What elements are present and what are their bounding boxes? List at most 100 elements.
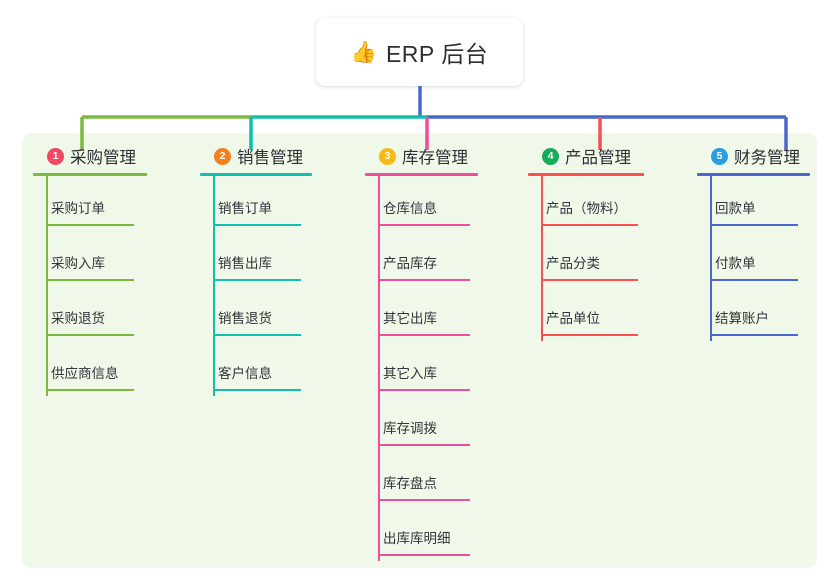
branch-item[interactable]: 出库库明细 bbox=[365, 506, 478, 561]
branch-stem-5 bbox=[710, 176, 712, 341]
branch-badge-4: 4 bbox=[542, 147, 559, 165]
branch-item-label: 产品（物料） bbox=[546, 201, 627, 216]
branch-item-underline bbox=[213, 224, 301, 226]
branch-header-5[interactable]: 5 财务管理 bbox=[697, 145, 810, 167]
thumbs-up-icon: 👍 bbox=[350, 40, 377, 64]
branch-item-label: 销售退货 bbox=[218, 311, 272, 326]
branch-header-4[interactable]: 4 产品管理 bbox=[528, 145, 644, 167]
branch-title-4: 产品管理 bbox=[565, 149, 631, 167]
branch-item[interactable]: 其它出库 bbox=[365, 286, 478, 341]
branch-item[interactable]: 产品单位 bbox=[528, 286, 644, 341]
branch-item-underline bbox=[46, 224, 134, 226]
branch-item-label: 仓库信息 bbox=[383, 201, 437, 216]
branch-item[interactable]: 产品分类 bbox=[528, 231, 644, 286]
branch-item-underline bbox=[213, 334, 301, 336]
branch-item[interactable]: 销售退货 bbox=[200, 286, 312, 341]
branch-item-underline bbox=[213, 389, 301, 391]
branch-item[interactable]: 产品库存 bbox=[365, 231, 478, 286]
branch-item-label: 产品库存 bbox=[383, 256, 437, 271]
branch-item-label: 产品单位 bbox=[546, 311, 600, 326]
branch-header-2[interactable]: 2 销售管理 bbox=[200, 145, 312, 167]
branch-item[interactable]: 客户信息 bbox=[200, 341, 312, 396]
branch-item-underline bbox=[710, 224, 798, 226]
branch-item-label: 采购入库 bbox=[51, 256, 105, 271]
branch-item-underline bbox=[541, 224, 638, 226]
branch-item-underline bbox=[213, 279, 301, 281]
branch-stem-1 bbox=[46, 176, 48, 396]
branch-column-4: 4 产品管理产品（物料） 产品分类产品单位 bbox=[528, 145, 644, 341]
branch-header-1[interactable]: 1 采购管理 bbox=[33, 145, 147, 167]
root-node[interactable]: 👍 ERP 后台 bbox=[316, 18, 523, 86]
branch-stem-2 bbox=[213, 176, 215, 396]
branch-item-underline bbox=[46, 279, 134, 281]
branch-item-label: 库存调拨 bbox=[383, 421, 437, 436]
branch-item-label: 客户信息 bbox=[218, 366, 272, 381]
branch-item[interactable]: 其它入库 bbox=[365, 341, 478, 396]
branch-item-label: 结算账户 bbox=[715, 311, 769, 326]
branch-title-1: 采购管理 bbox=[70, 149, 136, 167]
branch-stem-4 bbox=[541, 176, 543, 341]
branch-item-label: 采购订单 bbox=[51, 201, 105, 216]
branch-title-2: 销售管理 bbox=[237, 149, 303, 167]
branch-item[interactable]: 销售订单 bbox=[200, 176, 312, 231]
branch-item-underline bbox=[46, 389, 134, 391]
branch-item-underline bbox=[378, 334, 470, 336]
branch-item-underline bbox=[541, 279, 638, 281]
branch-items-5: 回款单付款单结算账户 bbox=[697, 176, 810, 341]
branch-item-underline bbox=[710, 279, 798, 281]
branch-item-label: 其它出库 bbox=[383, 311, 437, 326]
branch-item[interactable]: 采购入库 bbox=[33, 231, 147, 286]
branch-item[interactable]: 仓库信息 bbox=[365, 176, 478, 231]
branch-item-underline bbox=[378, 389, 470, 391]
branch-item[interactable]: 库存盘点 bbox=[365, 451, 478, 506]
branch-item[interactable]: 销售出库 bbox=[200, 231, 312, 286]
branch-badge-3: 3 bbox=[379, 147, 396, 165]
branch-column-1: 1 采购管理采购订单采购入库采购退货供应商信息 bbox=[33, 145, 147, 396]
branch-underline-5 bbox=[697, 173, 810, 176]
branch-item-label: 其它入库 bbox=[383, 366, 437, 381]
branch-item-label: 产品分类 bbox=[546, 256, 600, 271]
branch-item-label: 销售订单 bbox=[218, 201, 272, 216]
branch-badge-1: 1 bbox=[47, 147, 64, 165]
branch-header-3[interactable]: 3 库存管理 bbox=[365, 145, 478, 167]
branch-item[interactable]: 回款单 bbox=[697, 176, 810, 231]
branch-item-label: 付款单 bbox=[715, 256, 756, 271]
branch-item-underline bbox=[378, 499, 470, 501]
branch-item-label: 出库库明细 bbox=[383, 531, 451, 546]
branch-item-label: 供应商信息 bbox=[51, 366, 119, 381]
branch-underline-4 bbox=[528, 173, 644, 176]
branch-items-3: 仓库信息产品库存其它出库其它入库库存调拨库存盘点出库库明细 bbox=[365, 176, 478, 561]
root-node-content: 👍 ERP 后台 bbox=[351, 35, 488, 69]
branch-column-3: 3 库存管理仓库信息产品库存其它出库其它入库库存调拨库存盘点出库库明细 bbox=[365, 145, 478, 561]
branch-item[interactable]: 结算账户 bbox=[697, 286, 810, 341]
branch-item-underline bbox=[378, 554, 470, 556]
branch-item[interactable]: 采购退货 bbox=[33, 286, 147, 341]
branch-item[interactable]: 库存调拨 bbox=[365, 396, 478, 451]
branch-item[interactable]: 产品（物料） bbox=[528, 176, 644, 231]
branch-item-label: 回款单 bbox=[715, 201, 756, 216]
branch-column-2: 2 销售管理销售订单销售出库销售退货客户信息 bbox=[200, 145, 312, 396]
branch-badge-2: 2 bbox=[214, 147, 231, 165]
branch-items-4: 产品（物料） 产品分类产品单位 bbox=[528, 176, 644, 341]
branch-title-3: 库存管理 bbox=[402, 149, 468, 167]
branch-underline-2 bbox=[200, 173, 312, 176]
branch-item-underline bbox=[541, 334, 638, 336]
root-title: ERP 后台 bbox=[385, 41, 489, 67]
branch-item-underline bbox=[378, 279, 470, 281]
branch-item-label: 销售出库 bbox=[218, 256, 272, 271]
branch-badge-5: 5 bbox=[711, 147, 728, 165]
branch-stem-3 bbox=[378, 176, 380, 561]
branch-item-label: 采购退货 bbox=[51, 311, 105, 326]
branch-underline-1 bbox=[33, 173, 147, 176]
branch-item-underline bbox=[378, 444, 470, 446]
branch-underline-3 bbox=[365, 173, 478, 176]
branch-title-5: 财务管理 bbox=[734, 149, 800, 167]
branch-items-1: 采购订单采购入库采购退货供应商信息 bbox=[33, 176, 147, 396]
branch-item-underline bbox=[710, 334, 798, 336]
branch-item-label: 库存盘点 bbox=[383, 476, 437, 491]
branch-item[interactable]: 采购订单 bbox=[33, 176, 147, 231]
branch-item[interactable]: 供应商信息 bbox=[33, 341, 147, 396]
branch-item[interactable]: 付款单 bbox=[697, 231, 810, 286]
branch-item-underline bbox=[46, 334, 134, 336]
